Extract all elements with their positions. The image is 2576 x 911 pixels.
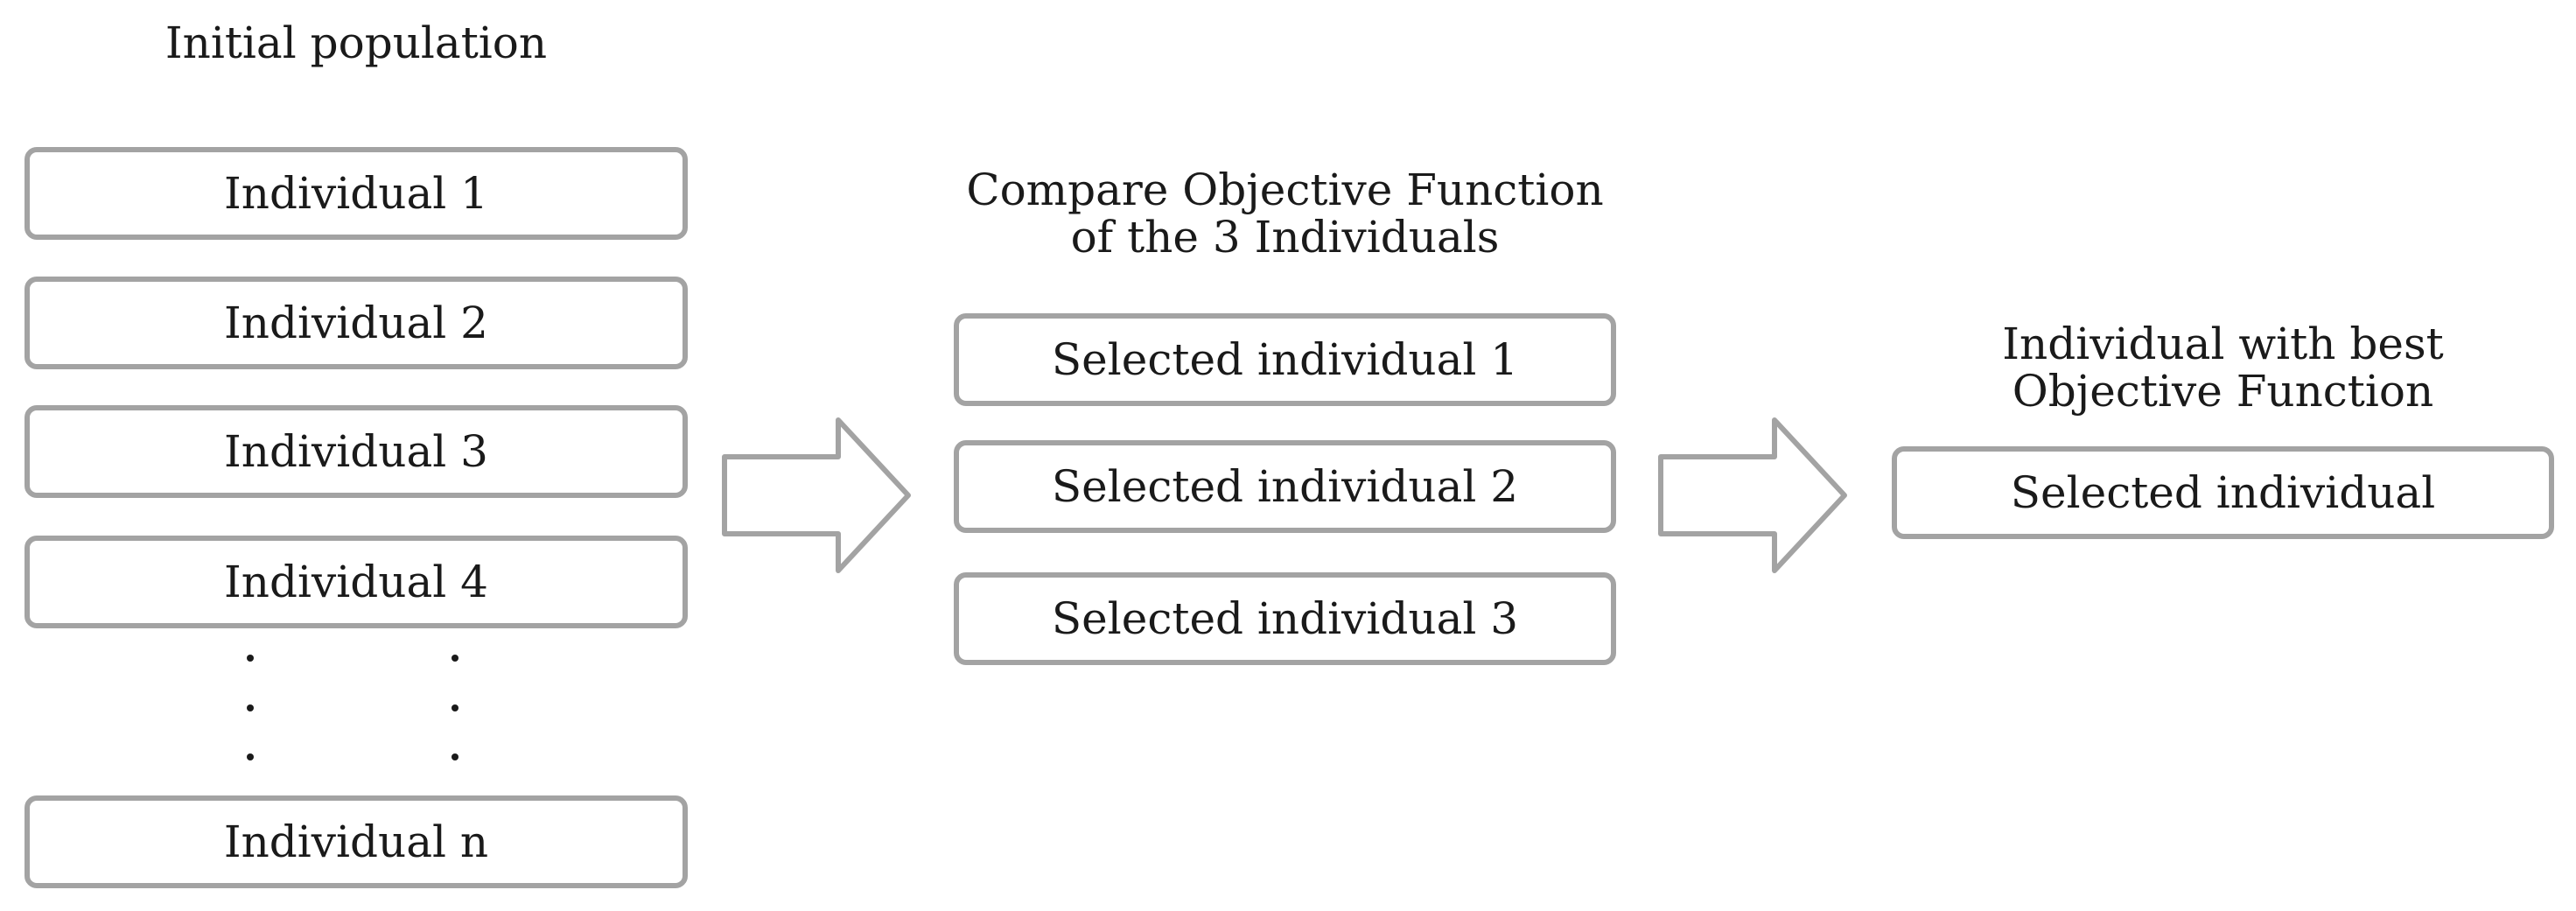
winner-heading: Individual with best Objective Function — [1848, 320, 2576, 415]
tournament-item-1: Selected individual 1 — [954, 313, 1616, 406]
population-item-4: Individual 4 — [24, 536, 688, 628]
tournament-item-2: Selected individual 2 — [954, 440, 1616, 533]
ellipsis-dot — [247, 655, 254, 662]
ellipsis-dot — [452, 655, 458, 662]
tournament-heading-line2: of the 3 Individuals — [1070, 212, 1500, 263]
tournament-item-label: Selected individual 1 — [1051, 334, 1519, 385]
ellipsis-dot — [247, 753, 254, 760]
population-item-label: Individual 1 — [224, 168, 488, 219]
tournament-item-3: Selected individual 3 — [954, 572, 1616, 665]
block-arrow-right-icon — [722, 417, 911, 573]
population-item-label: Individual 4 — [224, 557, 488, 607]
ellipsis-dot — [452, 753, 458, 760]
population-item-label: Individual 3 — [224, 426, 488, 477]
tournament-item-label: Selected individual 2 — [1051, 461, 1519, 512]
tournament-heading-line1: Compare Objective Function — [966, 165, 1604, 215]
population-item-label: Individual n — [223, 816, 489, 867]
population-item-label: Individual 2 — [224, 298, 488, 348]
ellipsis-dot — [452, 704, 458, 711]
population-heading: Initial population — [24, 19, 688, 67]
ellipsis-dot — [247, 704, 254, 711]
population-heading-text: Initial population — [164, 18, 548, 68]
winner-item: Selected individual — [1892, 446, 2554, 539]
tournament-item-label: Selected individual 3 — [1051, 593, 1519, 644]
population-item-1: Individual 1 — [24, 147, 688, 240]
winner-heading-line1: Individual with best — [2002, 319, 2444, 369]
winner-heading-line2: Objective Function — [2012, 366, 2434, 417]
tournament-heading: Compare Objective Function of the 3 Indi… — [910, 166, 1660, 261]
population-item-n: Individual n — [24, 795, 688, 888]
block-arrow-right-icon — [1658, 417, 1847, 573]
population-item-2: Individual 2 — [24, 277, 688, 369]
population-item-3: Individual 3 — [24, 405, 688, 498]
winner-item-label: Selected individual — [2010, 467, 2436, 518]
